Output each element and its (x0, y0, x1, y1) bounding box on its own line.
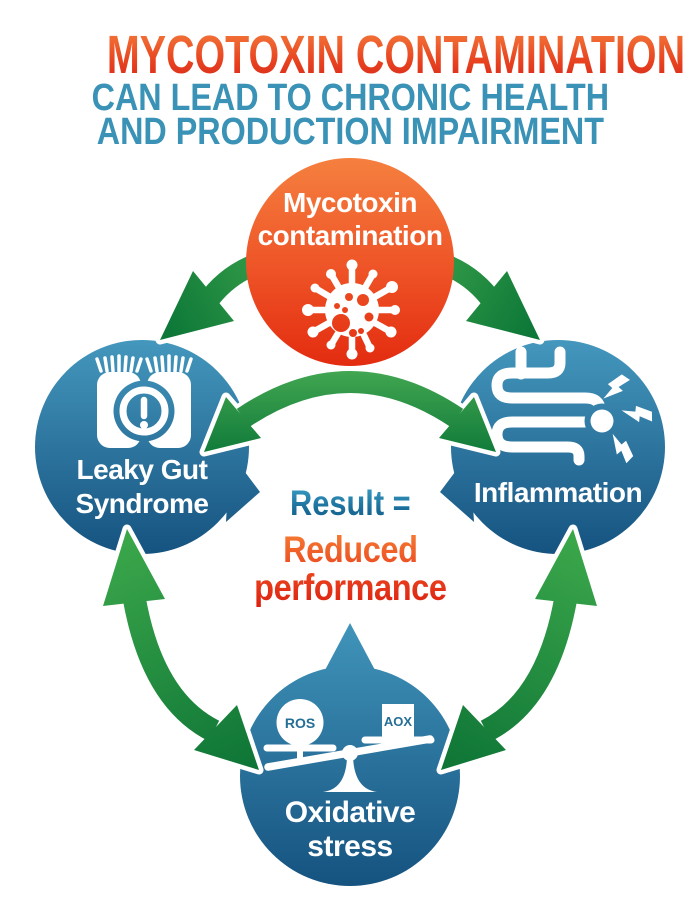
subtitle-line-1: CAN LEAD TO CHRONIC HEALTH (91, 77, 609, 119)
aox-box (382, 704, 414, 737)
aox-label: AOX (384, 714, 413, 729)
subtitle-line-1-wrap: CAN LEAD TO CHRONIC HEALTH (0, 77, 700, 120)
leaky-gut-label: Leaky Gut Syndrome (75, 454, 209, 519)
oxidative-stress-label: Oxidative stress (284, 796, 416, 863)
reduced-performance-label: Reduced performance (253, 529, 447, 608)
arrow-inflammation-oxidative (436, 524, 602, 775)
inflammation-label: Inflammation (473, 477, 643, 508)
virus-icon (302, 259, 400, 360)
arrow-leaky-gut-inflammation (199, 367, 501, 457)
subtitle-line-2-wrap: AND PRODUCTION IMPAIRMENT (0, 111, 700, 154)
arrow-leaky-gut-oxidative (98, 524, 264, 775)
result-label: Result = (254, 484, 446, 524)
leaky-gut-bubble (35, 340, 260, 554)
leaky-gut-icon (95, 354, 193, 448)
mycotoxin-label: Mycotoxin contamination (257, 187, 443, 251)
ros-ball (276, 699, 324, 746)
unbalanced-scale-icon: ROS AOX (263, 699, 435, 792)
header: MYCOTOXIN CONTAMINATION (0, 24, 700, 86)
subtitle-line-2: AND PRODUCTION IMPAIRMENT (96, 111, 604, 153)
ros-label: ROS (285, 715, 315, 731)
page-title: MYCOTOXIN CONTAMINATION (106, 25, 686, 85)
result-block: Result = Reduced performance (0, 484, 700, 607)
inflamed-intestine-icon (491, 346, 656, 466)
pain-dot-icon (590, 409, 614, 433)
